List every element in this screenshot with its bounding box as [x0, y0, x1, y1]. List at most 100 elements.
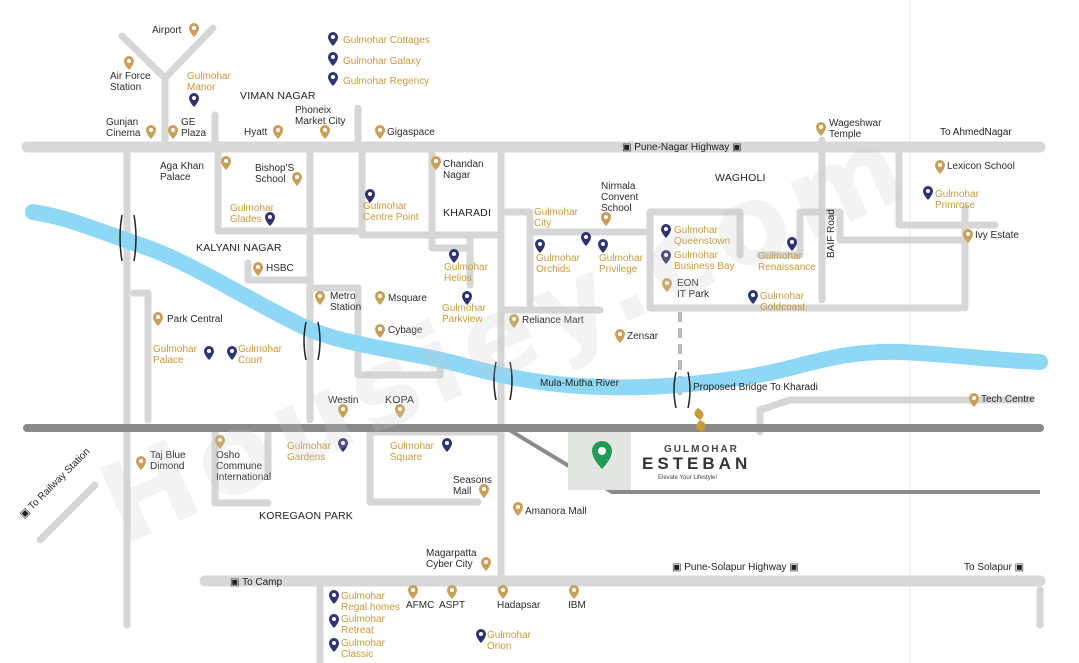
pin-dot	[751, 293, 755, 297]
road-name: To Solapur	[964, 562, 1012, 573]
brand-tagline: Elevate Your Lifestyle!	[658, 475, 718, 481]
site-access-road	[504, 426, 1040, 494]
pin-dot	[378, 294, 382, 298]
pin-dot	[276, 128, 280, 132]
pin-dot	[331, 55, 335, 59]
brand-name: GULMOHAR	[664, 444, 739, 455]
project-privilege: Gulmohar Privilege	[599, 253, 643, 275]
project-primrose: Gulmohar Primrose	[935, 189, 979, 211]
project-goldcoast: Gulmohar Goldcoast	[760, 291, 806, 313]
pin-dot	[664, 253, 668, 257]
pin-dot	[192, 96, 196, 100]
pin-dot	[790, 240, 794, 244]
pin-dot	[256, 265, 260, 269]
landmark-eon: EON IT Park	[677, 278, 710, 300]
road-icon: ▣	[789, 562, 799, 573]
pune-solapur-highway-label: ▣ Pune-Solapur Highway ▣	[672, 562, 799, 573]
project-regal-homes: Gulmohar Regal homes	[341, 591, 400, 613]
pin-dot	[819, 125, 823, 129]
pin-dot	[295, 175, 299, 179]
landmark-hyatt: Hyatt	[244, 127, 268, 138]
brand-project-name: ESTEBAN	[642, 454, 752, 473]
pin-dot	[378, 327, 382, 331]
baif-road-label: BAIF Road	[826, 209, 837, 258]
project-galaxy: Gulmohar Galaxy	[343, 56, 421, 67]
landmark-zensar: Zensar	[627, 331, 659, 342]
road-icon: ▣	[622, 142, 632, 153]
landmark-phoenix: Phoneix Market City	[295, 105, 346, 127]
pin-dot	[434, 159, 438, 163]
project-manor: Gulmohar Manor	[187, 71, 231, 93]
road-icon: ▣	[1014, 562, 1025, 573]
pin-dot	[171, 128, 175, 132]
landmark-gigaspace: Gigaspace	[387, 127, 435, 138]
landmark-ibm: IBM	[568, 600, 586, 611]
pin-dot	[512, 317, 516, 321]
pin-dot	[538, 242, 542, 246]
pin-dot	[484, 560, 488, 564]
landmark-magarpatta: Magarpatta Cyber City	[426, 548, 477, 570]
to-camp-label: ▣ To Camp	[230, 577, 282, 588]
project-city: Gulmohar City	[534, 207, 578, 229]
road-icon: ▣	[672, 562, 682, 573]
pin-dot	[368, 192, 372, 196]
pin-dot	[323, 128, 327, 132]
landmark-metro: Metro Station	[330, 291, 362, 313]
landmark-taj: Taj Blue Dimond	[150, 450, 186, 472]
pin-dot	[332, 617, 336, 621]
landmark-air-force: Air Force Station	[110, 71, 151, 93]
project-palace: Gulmohar Palace	[153, 344, 197, 366]
pune-nagar-highway-label: ▣ Pune-Nagar Highway ▣	[622, 142, 742, 153]
pin-dot	[341, 407, 345, 411]
pin-dot	[331, 75, 335, 79]
pin-dot	[445, 441, 449, 445]
landmark-aspt: ASPT	[439, 600, 466, 611]
landmark-chandan-nagar: Chandan Nagar	[443, 159, 484, 181]
pin-dot	[482, 487, 486, 491]
landmark-ge-plaza: GE Plaza	[181, 117, 207, 139]
landmark-cybage: Cybage	[388, 325, 423, 336]
project-queenstown: Gulmohar Queenstown	[674, 225, 731, 247]
landmark-msquare: Msquare	[388, 293, 427, 304]
pin-dot	[926, 189, 930, 193]
landmark-nirmala: Nirmala Convent School	[601, 181, 639, 214]
pin-dot	[149, 128, 153, 132]
area-kalyani-nagar: KALYANI NAGAR	[196, 242, 282, 254]
project-gardens: Gulmohar Gardens	[287, 441, 331, 463]
project-square: Gulmohar Square	[390, 441, 434, 463]
pin-dot	[318, 294, 322, 298]
pin-dot	[665, 281, 669, 285]
minor-roads	[36, 24, 1044, 663]
pin-dot	[601, 242, 605, 246]
to-ahmednagar-label: To AhmedNagar	[940, 127, 1012, 138]
landmark-airport: Airport	[152, 25, 182, 36]
area-wagholi: WAGHOLI	[715, 172, 766, 184]
pin-dot	[664, 227, 668, 231]
landmark-lexicon: Lexicon School	[947, 161, 1015, 172]
pin-dot	[618, 332, 622, 336]
landmark-tech-centre: Tech Centre	[981, 394, 1035, 405]
road-name: Pune-Solapur Highway	[684, 562, 787, 573]
pin-dot	[398, 407, 402, 411]
pin-dot	[479, 632, 483, 636]
landmark-seasons: Seasons Mall	[453, 475, 492, 497]
area-kopa: KOPA	[385, 394, 415, 406]
project-business-bay: Gulmohar Business Bay	[674, 250, 735, 272]
road-icon: ▣	[732, 142, 742, 153]
project-retreat: Gulmohar Retreat	[341, 614, 385, 636]
area-viman-nagar: VIMAN NAGAR	[240, 90, 316, 102]
project-renaissance: Gulmohar Renaissance	[758, 251, 816, 273]
pin-dot	[450, 588, 454, 592]
pin-dot	[224, 159, 228, 163]
pin-dot	[156, 315, 160, 319]
pin-dot	[972, 396, 976, 400]
landmark-westin: Westin	[328, 395, 359, 406]
pin-dot	[378, 128, 382, 132]
pin-dot	[332, 641, 336, 645]
to-solapur-label: To Solapur ▣	[964, 562, 1024, 573]
area-kharadi: KHARADI	[443, 207, 492, 219]
pin-dot	[332, 593, 336, 597]
project-centre-point: Gulmohar Centre Point	[363, 201, 419, 223]
road-icon: ▣	[230, 577, 240, 588]
